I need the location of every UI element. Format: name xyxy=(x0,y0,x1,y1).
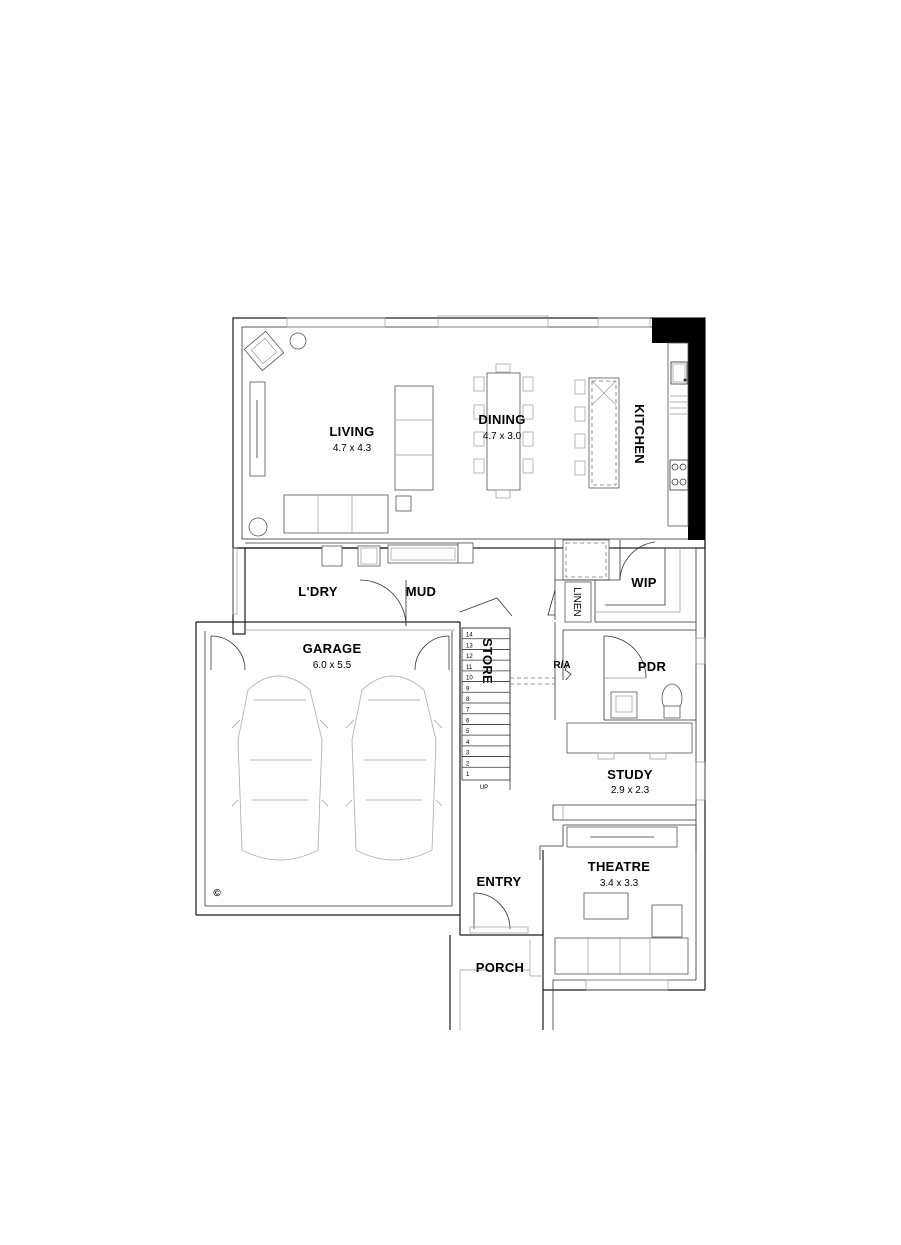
room-label-kitchen: KITCHEN xyxy=(632,404,647,464)
room-label-wip: WIP xyxy=(631,575,656,590)
tap-icon xyxy=(683,378,687,382)
room-label-living: LIVING xyxy=(329,424,374,439)
stair-step-number: 9 xyxy=(466,686,470,692)
room-label-store: STORE xyxy=(480,638,495,684)
room-label-mud: MUD xyxy=(406,584,437,599)
stair-step-number: 4 xyxy=(466,740,470,746)
return-air-label: R/A xyxy=(553,660,570,671)
living-furniture xyxy=(243,330,434,537)
room-label-dining: DINING xyxy=(478,412,525,427)
room-size-theatre: 3.4 x 3.3 xyxy=(600,878,639,889)
room-size-living: 4.7 x 4.3 xyxy=(333,443,372,454)
sofa-icon xyxy=(394,385,434,491)
cooktop-icon xyxy=(669,459,689,491)
stair-step-number: 10 xyxy=(466,676,473,682)
dining-table xyxy=(473,363,534,499)
car-icon xyxy=(345,675,443,861)
room-label-pdr: PDR xyxy=(638,659,667,674)
kitchen-island xyxy=(574,377,620,489)
copyright-symbol: © xyxy=(213,888,221,899)
stair-step-number: 3 xyxy=(466,751,470,757)
room-label-linen: LINEN xyxy=(571,587,582,616)
pdr-study xyxy=(510,622,696,821)
ottoman-icon xyxy=(583,892,629,920)
stair-step-number: 5 xyxy=(466,729,470,735)
side-table-icon xyxy=(651,904,683,938)
laundry-tub-icon xyxy=(357,545,381,567)
stair-step-number: 13 xyxy=(466,643,473,649)
sofa-icon xyxy=(283,494,389,534)
theatre-details xyxy=(539,824,697,975)
room-label-entry: ENTRY xyxy=(476,874,521,889)
room-label-garage: GARAGE xyxy=(303,641,362,656)
armchair-icon xyxy=(243,330,285,372)
room-label-theatre: THEATRE xyxy=(588,859,651,874)
room-labels: LIVING 4.7 x 4.3 DINING 4.7 x 3.0 KITCHE… xyxy=(213,404,666,975)
fridge-icon xyxy=(562,539,610,581)
stair-step-number: 11 xyxy=(466,665,473,671)
windows xyxy=(232,315,706,991)
laundry-mud-walls xyxy=(245,542,474,631)
stair-step-number: 2 xyxy=(466,761,470,767)
entry-door xyxy=(469,892,529,934)
room-label-porch: PORCH xyxy=(476,960,524,975)
stair-step-number: 14 xyxy=(466,633,473,639)
tv-unit-icon xyxy=(249,381,266,477)
room-size-garage: 6.0 x 5.5 xyxy=(313,660,352,671)
stair-step-number: 8 xyxy=(466,697,470,703)
side-table-icon xyxy=(248,517,268,537)
washer-icon xyxy=(321,545,343,567)
stair-step-number: 6 xyxy=(466,718,470,724)
stair-step-number: 7 xyxy=(466,708,470,714)
desk-icon xyxy=(566,722,693,754)
stair-step-number: 12 xyxy=(466,654,473,660)
garage-details xyxy=(210,635,450,861)
room-label-laundry: L'DRY xyxy=(298,584,338,599)
kitchen-bench-wall xyxy=(652,318,705,540)
stair-up-label: UP xyxy=(480,785,488,791)
room-label-study: STUDY xyxy=(607,767,653,782)
exterior-walls xyxy=(195,317,706,1030)
return-air-icon xyxy=(564,663,572,681)
side-table-icon xyxy=(289,332,307,350)
room-size-dining: 4.7 x 3.0 xyxy=(483,431,522,442)
room-size-study: 2.9 x 2.3 xyxy=(611,785,650,796)
wip-linen xyxy=(547,539,696,623)
stair-step-number: 1 xyxy=(466,772,470,778)
car-icon xyxy=(231,675,329,861)
sofa-icon xyxy=(554,937,689,975)
